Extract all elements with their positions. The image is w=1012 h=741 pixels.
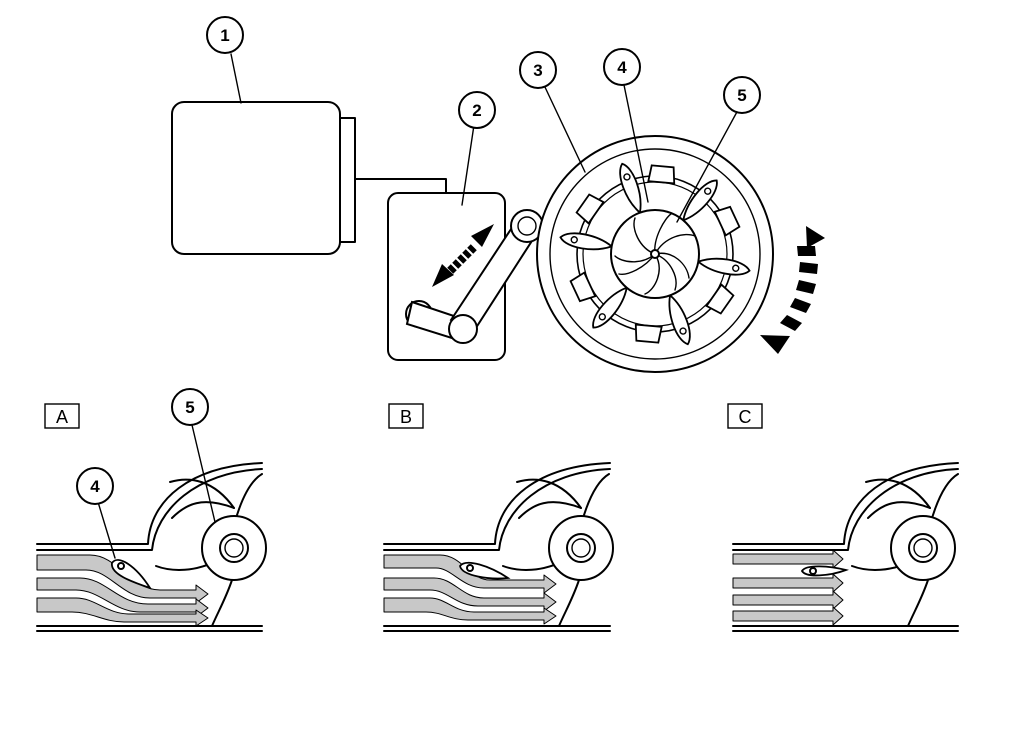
callout-3: 3 — [519, 51, 557, 89]
panel-a-callout-5-label: 5 — [185, 398, 194, 417]
callout-4-label: 4 — [617, 58, 627, 77]
gearbox-unit — [387, 192, 544, 361]
panel-a: A 4 5 — [36, 388, 267, 632]
panel-c-label: C — [739, 407, 752, 427]
panel-a-callout-5: 5 — [171, 388, 209, 426]
callout-2: 2 — [458, 91, 496, 129]
panel-a-callout-4: 4 — [76, 467, 114, 505]
panel-b: B — [383, 403, 614, 632]
callout-3-label: 3 — [533, 61, 542, 80]
panel-b-label: B — [400, 407, 412, 427]
callout-1-label: 1 — [220, 26, 229, 45]
motor-unit — [171, 101, 447, 255]
rotation-arrow — [760, 226, 825, 354]
callout-1: 1 — [206, 16, 244, 54]
callout-2-label: 2 — [472, 101, 481, 120]
callout-4: 4 — [603, 48, 641, 86]
panel-a-callout-4-label: 4 — [90, 477, 100, 496]
panel-a-label: A — [56, 407, 68, 427]
panel-c: C — [727, 403, 959, 632]
impeller — [610, 209, 700, 299]
callout-5: 5 — [723, 76, 761, 114]
callout-5-label: 5 — [737, 86, 746, 105]
leader-lines — [230, 53, 739, 223]
oscillation-arrow — [432, 224, 494, 287]
